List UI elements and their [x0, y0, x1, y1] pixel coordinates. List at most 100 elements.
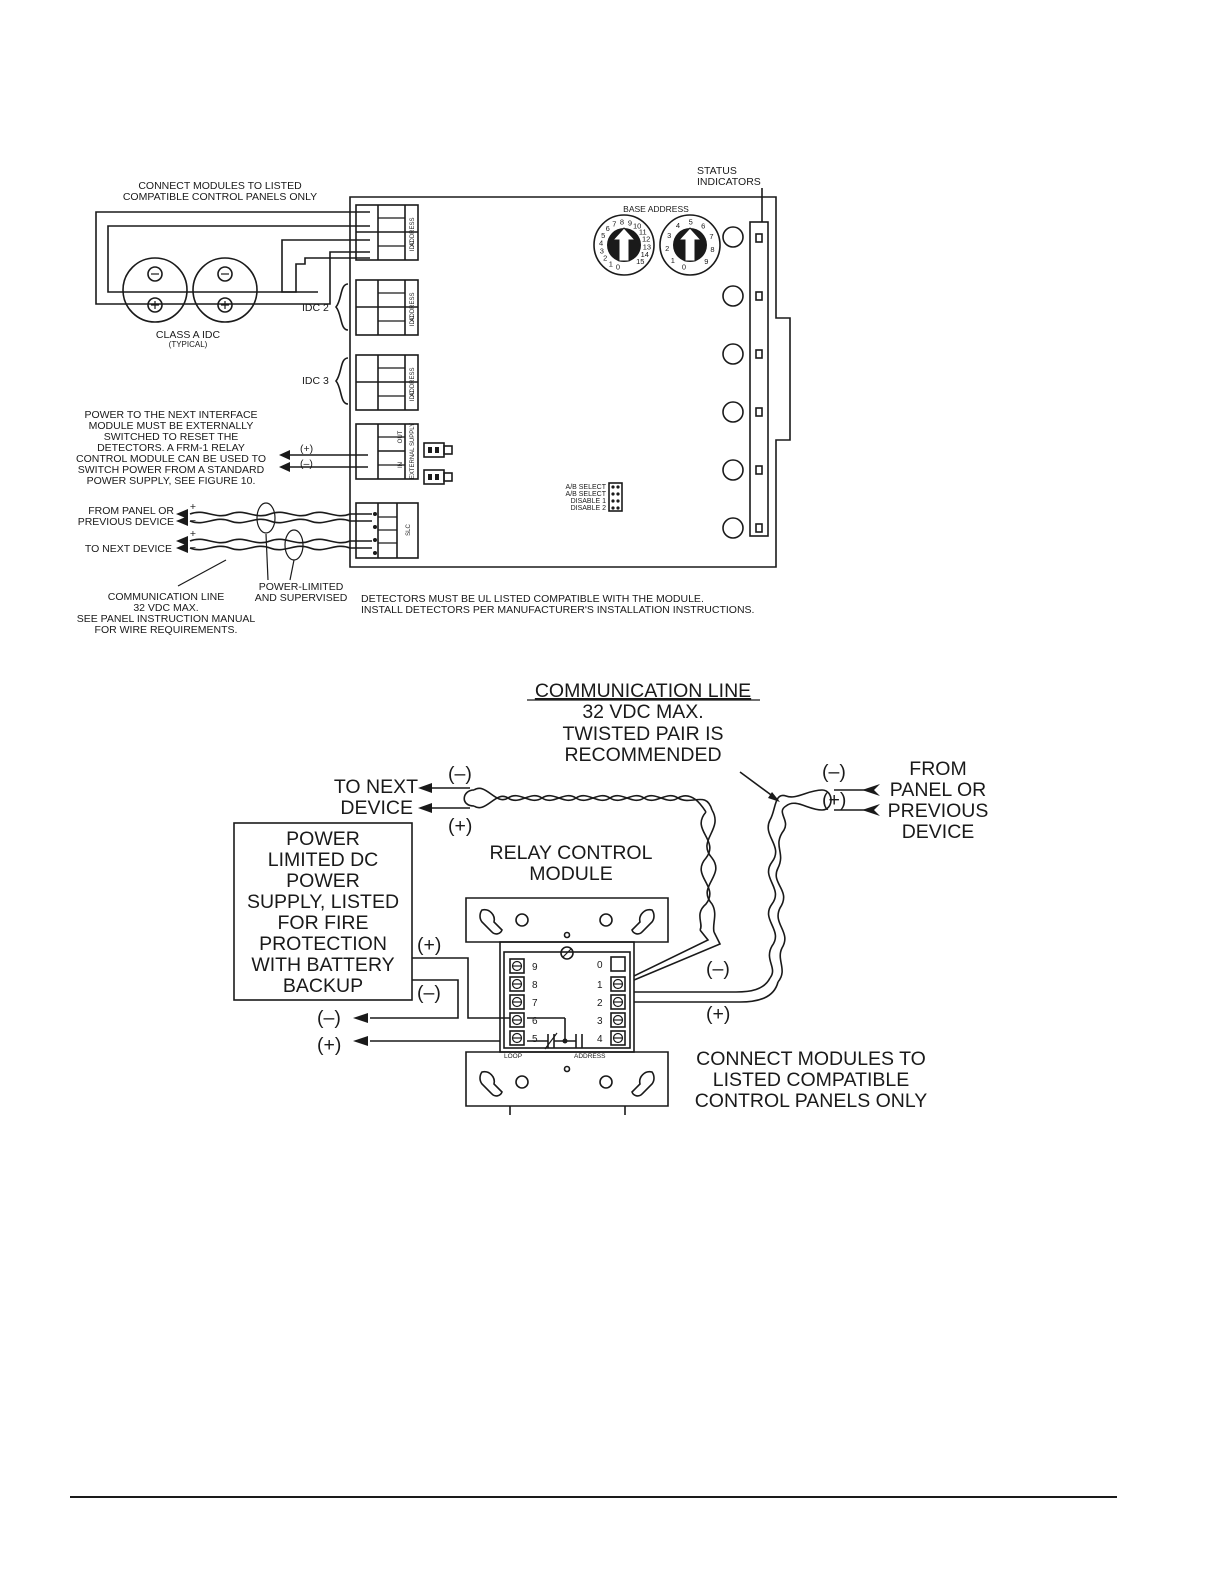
supply-text-line: POWER	[286, 828, 360, 850]
idc2-label: IDC 2	[302, 302, 329, 314]
terminal-slc-label: SLC	[406, 523, 412, 535]
detectors-note-line2: INSTALL DETECTORS PER MANUFACTURER'S INS…	[361, 604, 754, 616]
dial-number: 11	[639, 227, 647, 236]
terminal-in-label: IN	[398, 462, 404, 468]
base-address-dial-tens[interactable]	[593, 214, 655, 276]
terminal-idc-label: IDC	[410, 315, 416, 326]
screw-terminal	[509, 1030, 525, 1046]
idc3-label: IDC 3	[302, 375, 329, 387]
disable-1-label: DISABLE 1	[571, 498, 607, 505]
jumper-ts1[interactable]	[423, 442, 453, 458]
terminal-number: 0	[597, 960, 603, 971]
power-limited-line2: AND SUPERVISED	[255, 592, 348, 604]
external-supply-wires	[279, 450, 368, 472]
comm-note-line: 32 VDC MAX.	[133, 602, 198, 614]
next-minus-label: (–)	[448, 763, 472, 785]
dial-number: 8	[710, 245, 714, 254]
comm-line-2: 32 VDC MAX.	[582, 701, 703, 723]
connect-note-line1: CONNECT MODULES TO LISTED	[138, 180, 302, 192]
dial-number: 4	[599, 239, 603, 248]
supply-text-line: POWER	[286, 870, 360, 892]
supply-minus-label: (–)	[417, 982, 441, 1004]
terminal-number: 6	[532, 1016, 538, 1027]
power-note-line: SWITCHED TO RESET THE	[104, 431, 239, 443]
supply-plus-label: (+)	[417, 934, 441, 956]
relay-control-module	[465, 897, 669, 1115]
dial-number: 13	[643, 243, 651, 252]
comm-line-title: COMMUNICATION LINE	[535, 680, 751, 702]
indicator-holes	[722, 226, 744, 539]
svg-text:+: +	[190, 501, 196, 513]
dial-number: 1	[671, 256, 675, 265]
panel-minus-label: (–)	[822, 761, 846, 783]
class-a-idc-wiring	[95, 211, 370, 323]
dial-number: 12	[642, 235, 650, 244]
dip-jumper-block[interactable]	[608, 482, 623, 512]
screw-head	[511, 1014, 523, 1026]
svg-text:−: −	[190, 542, 196, 554]
from-panel-line2: PREVIOUS DEVICE	[78, 516, 174, 528]
base-address-dial-ones[interactable]	[659, 214, 721, 276]
module-minus-label: (–)	[706, 958, 730, 980]
terminal-number: 1	[597, 980, 603, 991]
screw-head	[612, 978, 624, 990]
comm-note-line: FOR WIRE REQUIREMENTS.	[95, 624, 238, 636]
ab-select-label: A/B SELECT	[566, 484, 607, 491]
to-next-device-label: TO NEXT DEVICE	[85, 543, 172, 555]
terminal-out-label: OUT	[398, 430, 404, 443]
module-plus-label: (+)	[706, 1003, 730, 1025]
ext-minus-label: (–)	[300, 458, 313, 470]
svg-text:−: −	[190, 515, 196, 527]
terminal-number: 4	[597, 1034, 603, 1045]
power-wiring	[353, 957, 510, 1046]
supply-text-line: LIMITED DC	[268, 849, 379, 871]
bottom-diagram-text: COMMUNICATION LINE 32 VDC MAX. TWISTED P…	[247, 680, 988, 1112]
power-note-line: POWER SUPPLY, SEE FIGURE 10.	[87, 475, 256, 487]
dial-number: 0	[616, 263, 620, 272]
terminal-address-label: ADDRESS	[410, 217, 416, 246]
top-diagram-text: CONNECT MODULES TO LISTED COMPATIBLE CON…	[76, 165, 761, 636]
power-note-line: DETECTORS. A FRM-1 RELAY	[97, 442, 245, 454]
screw-terminal	[610, 1012, 626, 1028]
from-panel-line1: FROM PANEL OR	[88, 505, 174, 517]
idc3-brace	[334, 357, 349, 405]
terminal-number: 5	[532, 1034, 538, 1045]
terminal-number: 2	[597, 998, 603, 1009]
screw-head	[511, 978, 523, 990]
twisted-pair-from-panel	[634, 771, 880, 1003]
power-supply-box	[233, 822, 413, 1001]
to-next-line2: DEVICE	[340, 797, 413, 819]
relay-label-line1: RELAY CONTROL	[490, 842, 653, 864]
dial-number: 10	[633, 222, 641, 231]
comm-note-line: COMMUNICATION LINE	[108, 591, 224, 603]
dial-number: 5	[601, 231, 605, 240]
screw-terminal	[610, 976, 626, 992]
screw-terminal	[509, 1012, 525, 1028]
status-label-2: INDICATORS	[697, 176, 761, 188]
terminal-number: 7	[532, 998, 538, 1009]
relay-contact-symbol	[527, 1017, 583, 1050]
ext-plus-label: (+)	[300, 443, 313, 455]
out-minus-label: (–)	[317, 1007, 341, 1029]
comm-note-line: SEE PANEL INSTRUCTION MANUAL	[77, 613, 256, 625]
terminal-address-label: ADDRESS	[410, 367, 416, 396]
status-indicator-strip	[749, 221, 769, 537]
screw-head	[511, 996, 523, 1008]
terminal-block-idc3	[355, 354, 419, 411]
slc-wiring	[176, 502, 377, 587]
address-label: ADDRESS	[574, 1053, 606, 1060]
screw-head	[511, 1032, 523, 1044]
supply-text-line: BACKUP	[283, 975, 363, 997]
typical-label: (TYPICAL)	[169, 340, 208, 349]
terminal-block-external-supply	[355, 423, 419, 480]
power-limited-line1: POWER-LIMITED	[259, 581, 344, 593]
dial-number: 3	[667, 231, 671, 240]
screw-terminal	[610, 1030, 626, 1046]
twisted-pair-to-next	[418, 783, 722, 981]
comm-line-3: TWISTED PAIR IS	[562, 723, 723, 745]
jumper-ts2[interactable]	[423, 469, 453, 485]
